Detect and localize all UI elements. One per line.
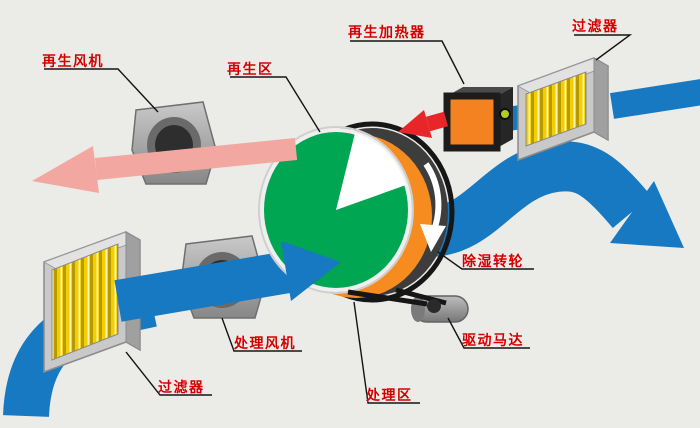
process-air-wheel-arrowhead	[281, 241, 341, 301]
label-regen-heater: 再生加热器	[348, 25, 426, 41]
label-filter-top: 过滤器	[572, 19, 619, 35]
regen-filter	[516, 57, 610, 162]
label-filter-bottom: 过滤器	[158, 380, 205, 396]
process-filter	[42, 231, 142, 374]
wheel-rotation-arrow	[420, 162, 446, 252]
label-process-zone: 处理区	[366, 388, 413, 404]
label-drive-motor: 驱动马达	[462, 333, 524, 349]
label-regen-fan: 再生风机	[42, 54, 104, 70]
regen-sector	[336, 133, 406, 210]
leader-lines	[44, 34, 633, 404]
regen-hot-air-arrow	[398, 110, 449, 138]
process-air-duct	[114, 251, 292, 322]
regen-heater	[443, 87, 513, 152]
drive-motor	[347, 287, 469, 323]
motor-pulley	[427, 299, 441, 313]
heater-indicator-light	[499, 108, 511, 120]
label-regen-zone: 再生区	[227, 62, 274, 78]
regen-exhaust-arrow	[32, 138, 298, 193]
label-dehumid-wheel: 除湿转轮	[462, 254, 524, 270]
process-air-outlet-arrow	[426, 141, 684, 257]
label-process-fan: 处理风机	[234, 336, 296, 352]
